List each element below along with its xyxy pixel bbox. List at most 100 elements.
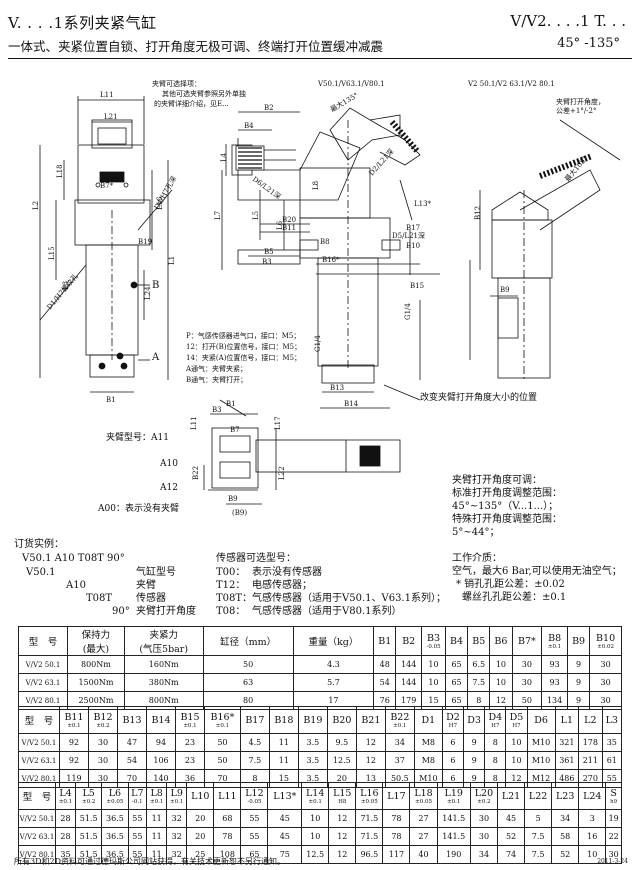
dim-label: B9 (500, 286, 510, 294)
table-header-cell: L12-0.05 (240, 782, 269, 810)
header-tolerance: ±0.1 (447, 798, 461, 805)
header-label: L16 (360, 787, 379, 799)
table-cell: 12 (355, 733, 386, 752)
header-label: B9 (572, 635, 586, 647)
table-cell: 4.3 (292, 655, 375, 674)
header-tolerance: ±0.05 (106, 798, 124, 805)
dim-label: B4 (244, 122, 254, 130)
table-cell: 7.5 (467, 673, 491, 692)
table-header-cell: B21 (355, 706, 386, 734)
dim-label: L1 (168, 256, 176, 265)
header-label: B18 (274, 714, 294, 726)
dim-label: B3 (262, 258, 272, 266)
model-cell: V/V2 50.1 (18, 733, 60, 752)
table-cell: 380Nm (123, 673, 204, 692)
header-label: L5 (82, 787, 95, 799)
view-label-v2: V2 50.1/V2 63.1/V2 80.1 (467, 80, 555, 88)
table-header-cell: L22 (524, 782, 553, 810)
table-cell: 160Nm (123, 655, 204, 674)
table-cell: 40 (409, 845, 438, 864)
table-header-cell: B4 (444, 626, 469, 656)
dim-label: B14 (344, 400, 359, 408)
dim-label: B15 (410, 282, 424, 290)
model-cell: V/V2 63.1 (18, 827, 56, 846)
d5-hole-label: D5/L21深 (392, 231, 425, 240)
header-tolerance: ±0.02 (597, 643, 615, 650)
table-cell: M8 (413, 733, 443, 752)
table-cell: 10 (489, 655, 513, 674)
table-header-cell: B17 (239, 706, 270, 734)
table-header-cell: L19±0.1 (436, 782, 471, 810)
dim-label: L5 (252, 211, 260, 220)
std-title: 标准打开角度调整范围： (452, 488, 562, 499)
table-cell: 30 (589, 673, 622, 692)
header-label: B15 (180, 711, 200, 723)
page-title: V. . . .1系列夹紧气缸 (8, 14, 157, 32)
order-desc: 夹臂 (136, 580, 156, 591)
table-cell: 10 (489, 673, 513, 692)
dim-label: G1/4 (314, 335, 322, 352)
table-cell: 45 (267, 809, 303, 828)
table-cell: 211 (578, 751, 603, 770)
table-header-cell: L18±0.05 (409, 782, 438, 810)
table-cell: 75 (267, 845, 303, 864)
d6-label: D6/L21深 (251, 174, 283, 201)
header-tolerance: -0.05 (426, 643, 441, 650)
port-legend: 12：打开(B)位置信号，接口：M5； (186, 342, 301, 351)
table-cell: 20 (186, 827, 215, 846)
table-cell: 30 (589, 655, 622, 674)
header-label: L3 (605, 714, 618, 726)
table-header-cell: L3 (601, 706, 623, 734)
header-tolerance: -0.1 (132, 798, 143, 805)
table-header-cell: 型 号 (18, 626, 68, 656)
table-cell: 78 (382, 827, 411, 846)
footer-note: 所有3D和2D资料可通过德玛斯公司网站获得，有关技术更新恕不另行通知。 (14, 857, 286, 866)
header-tolerance: H8 (338, 798, 347, 805)
port-b-label: B (152, 280, 159, 291)
table-cell: 61 (601, 751, 623, 770)
table-header-cell: 重量（kg） (292, 626, 375, 656)
arm-selection-note: 夹臂可选择项： (152, 79, 201, 88)
angle-info: 夹臂打开角度可调： 标准打开角度调整范围： 45°~135°（V...1...）… (452, 474, 637, 539)
sensor-code: T00： (216, 567, 246, 578)
dim-label: G1/4 (404, 303, 412, 320)
table-cell: 11 (146, 827, 168, 846)
table-cell: 11 (146, 845, 168, 864)
header-tolerance: h9 (610, 798, 618, 805)
dim-label: L15 (48, 246, 56, 260)
table-cell: 800Nm (67, 655, 125, 674)
handle-grip (235, 120, 421, 171)
table-cell: 94 (146, 733, 176, 752)
table-cell: 144 (395, 655, 423, 674)
header-label: L2 (584, 714, 597, 726)
dim-label: L13* (414, 200, 432, 208)
order-desc: 传感器 (136, 593, 166, 604)
table-cell: 12 (355, 751, 386, 770)
table-cell: 35 (601, 733, 623, 752)
header-tolerance: -0.05 (247, 798, 262, 805)
sensor-desc: 电感传感器； (252, 580, 312, 591)
table-cell: 54 (117, 751, 147, 770)
dim-label: B11 (282, 224, 296, 232)
header-label: 夹紧力 (149, 630, 178, 641)
header-label: L17 (387, 790, 406, 802)
dim-label: B19 (138, 238, 152, 246)
d4-hole-label: D4/H7孔深 (152, 174, 178, 211)
table-cell: 178 (578, 733, 603, 752)
arm-dim: B22 (192, 466, 200, 480)
max-angle-105: 最大105° (563, 154, 590, 183)
table-cell: 8 (484, 751, 507, 770)
header-label: S (610, 787, 617, 799)
dim-label: L21 (104, 113, 118, 121)
table-header-cell: B8±0.1 (541, 626, 568, 656)
table-cell: 5.7 (292, 673, 375, 692)
header-label: L19 (444, 787, 463, 799)
header-tolerance: ±0.05 (415, 798, 432, 805)
